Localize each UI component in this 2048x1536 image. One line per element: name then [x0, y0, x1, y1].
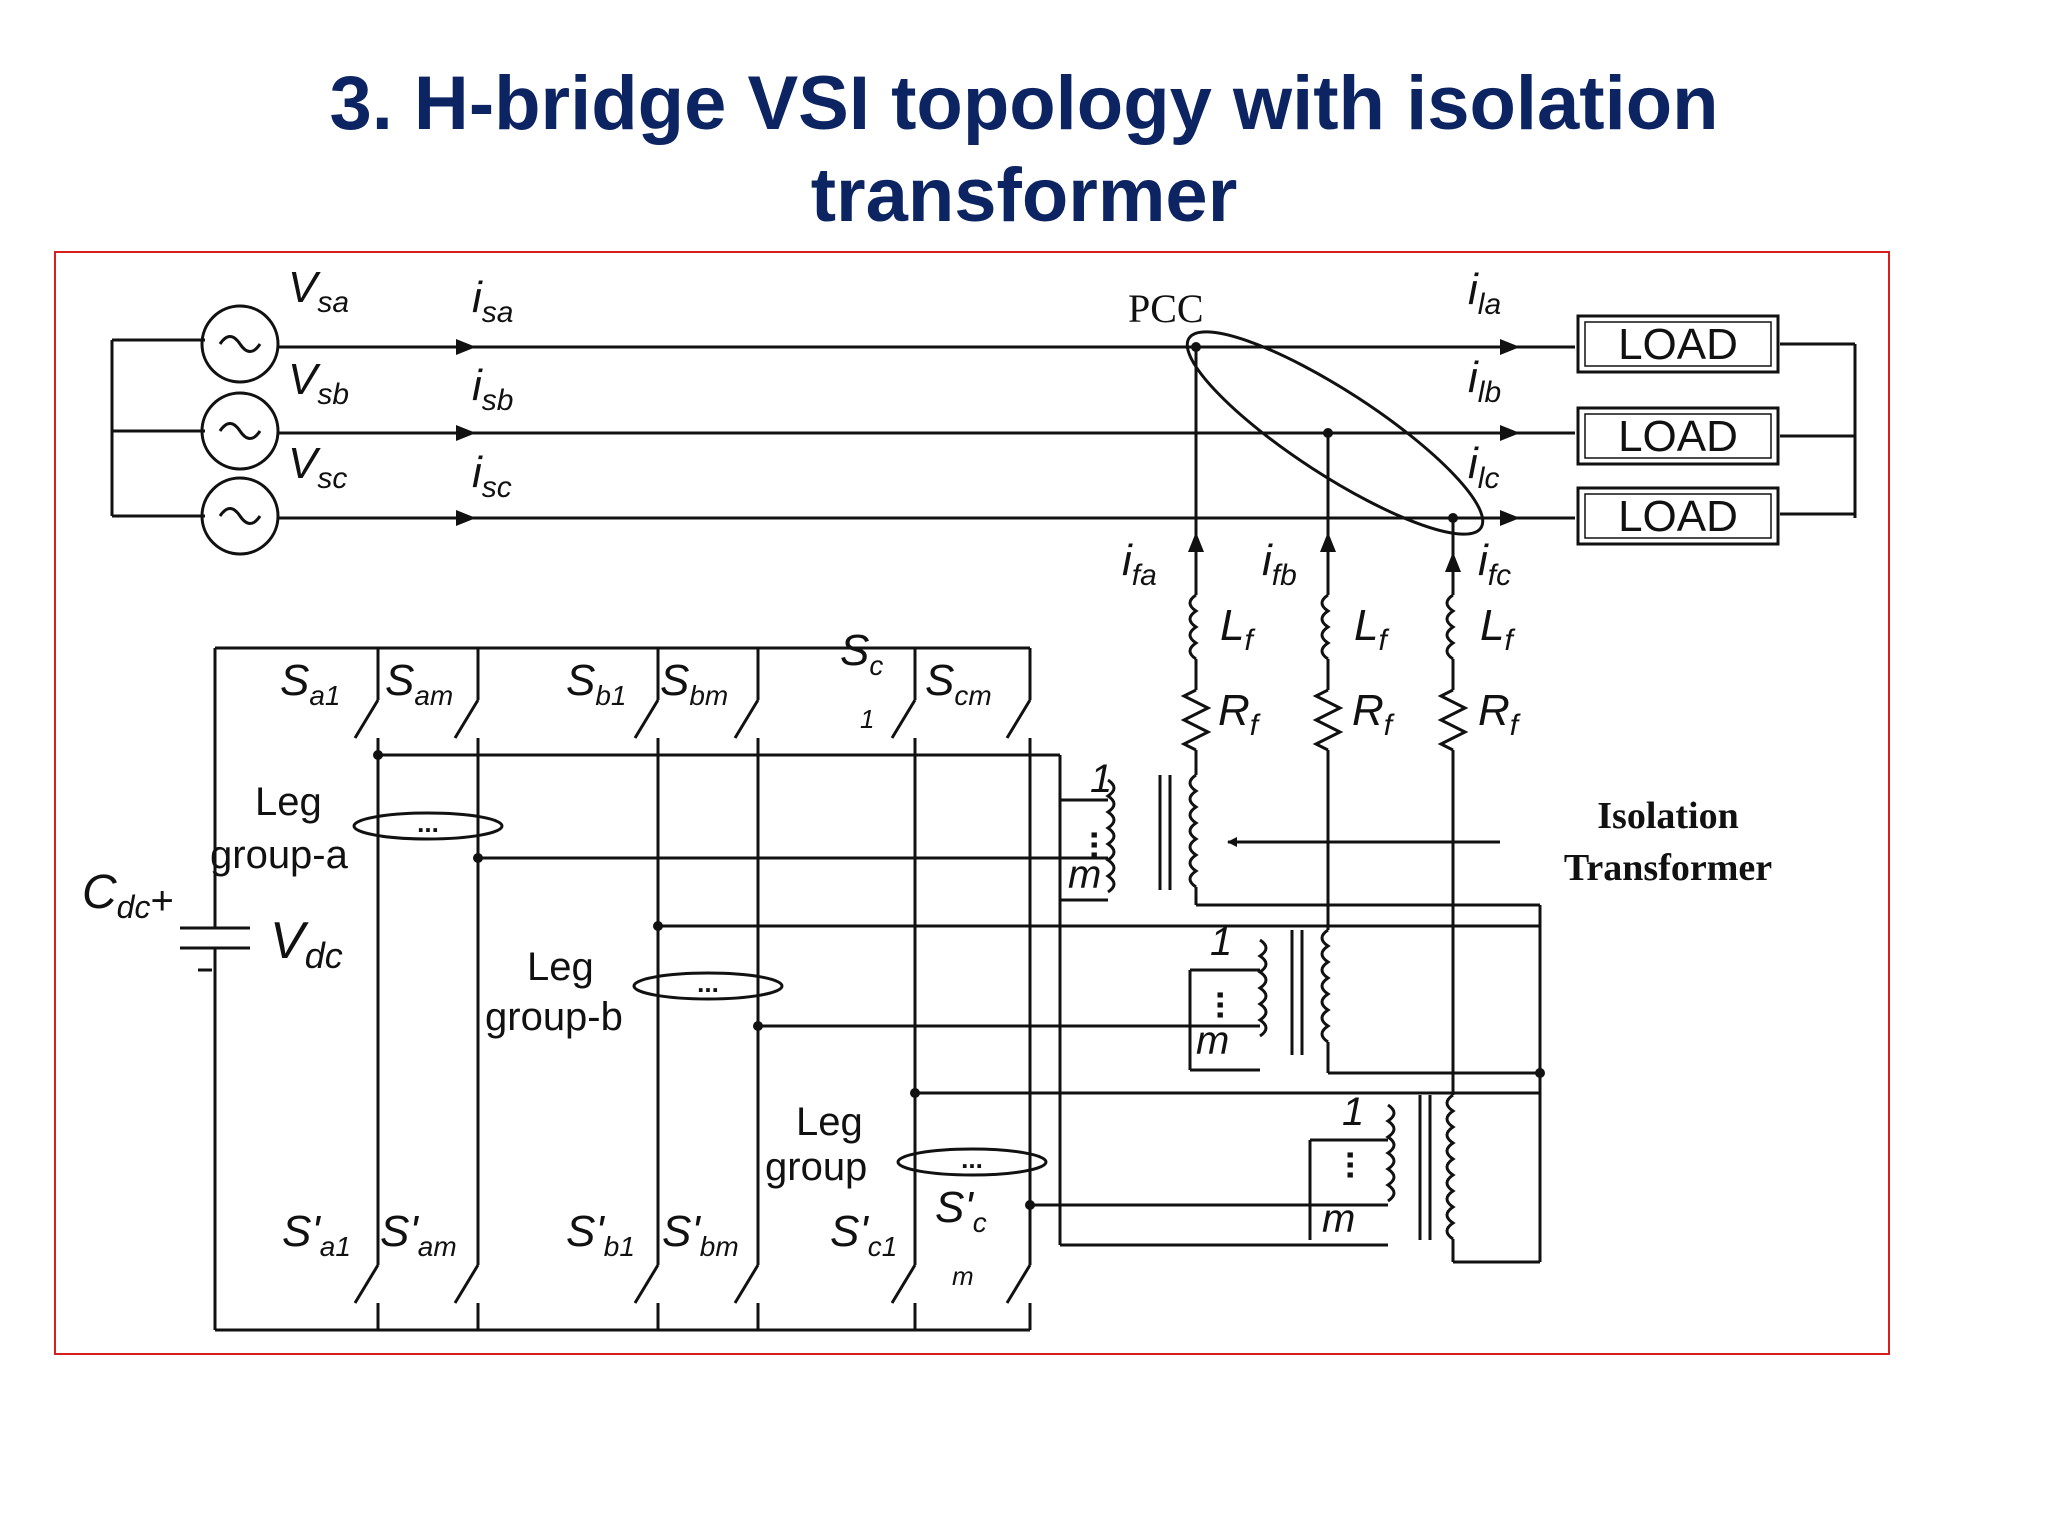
label-rf-a: Rf: [1218, 686, 1261, 742]
label-sp-bm: S'bm: [662, 1207, 739, 1262]
label-vsb: Vsb: [288, 355, 349, 411]
label-vdc: Vdc: [270, 912, 343, 976]
title-line-2: transformer: [810, 153, 1238, 238]
label-ila: ila: [1468, 265, 1501, 321]
label-vsa: Vsa: [288, 263, 349, 319]
isolation-transformer-label-1: Isolation: [1597, 795, 1738, 837]
pcc-label: PCC: [1128, 286, 1204, 331]
transformer-c-dots: ...: [1340, 1150, 1381, 1180]
arrow-isc: [456, 510, 476, 526]
arrow-isb: [456, 425, 476, 441]
leg-group-b-ellipse: [632, 971, 784, 1001]
transformer-a-dots: ...: [1084, 830, 1125, 860]
label-ifa: ifa: [1122, 536, 1157, 592]
leg-group-b-dots: ...: [697, 968, 719, 998]
arrow-ifa: [1188, 532, 1204, 552]
transformer-a: [1105, 773, 1542, 1073]
leg-group-a-label-2: group-a: [210, 833, 349, 877]
leg-group-c-label-2: group: [765, 1145, 867, 1189]
load-a: LOAD: [1576, 314, 1780, 374]
label-cdc: Cdc+: [82, 866, 174, 925]
label-sc1: Sc: [840, 626, 883, 681]
label-isb: isb: [472, 361, 513, 417]
arrow-ilb: [1500, 425, 1520, 441]
transformer-a-turns-m: m: [1068, 853, 1101, 897]
arrow-isa: [456, 339, 476, 355]
transformer-c-turns-1: 1: [1342, 1090, 1364, 1134]
leg-group-a-label-1: Leg: [255, 780, 322, 824]
transformer-c: [1385, 1073, 1542, 1264]
label-sp-cm-suffix: m: [952, 1261, 974, 1291]
label-scm: Scm: [925, 656, 992, 711]
leg-group-c-label-1: Leg: [796, 1100, 863, 1144]
label-lf-c: Lf: [1480, 601, 1515, 657]
arrow-ifb: [1320, 532, 1336, 552]
load-a-label: LOAD: [1618, 320, 1738, 369]
label-lf-b: Lf: [1354, 601, 1389, 657]
leg-group-b-label-1: Leg: [527, 945, 594, 989]
leg-group-a-dots: ...: [417, 808, 439, 838]
title-line-1: 3. H-bridge VSI topology with isolation: [329, 61, 1719, 146]
label-sb1: Sb1: [566, 656, 627, 711]
load-b-label: LOAD: [1618, 412, 1738, 461]
label-sp-cm: S'c: [935, 1183, 987, 1238]
leg-group-c-ellipse: [896, 1147, 1048, 1177]
transformer-b: [1257, 928, 1540, 1075]
load-b: LOAD: [1576, 406, 1780, 466]
label-ifc: ifc: [1478, 536, 1511, 592]
transformer-b-turns-1: 1: [1210, 920, 1232, 964]
label-sp-a1: S'a1: [282, 1207, 351, 1262]
label-sp-am: S'am: [380, 1207, 457, 1262]
label-rf-c: Rf: [1478, 686, 1521, 742]
ac-source-b: [200, 391, 280, 471]
label-sam: Sam: [385, 656, 453, 711]
load-c: LOAD: [1576, 486, 1780, 546]
label-isc: isc: [472, 448, 512, 504]
label-sa1: Sa1: [280, 656, 341, 711]
label-ilc: ilc: [1468, 439, 1499, 495]
arrow-ifc: [1445, 552, 1461, 572]
label-sc1-suffix: 1: [860, 704, 874, 734]
pcc-ellipse: [1185, 330, 1485, 536]
leg-group-c-dots: ...: [961, 1144, 983, 1174]
leg-group-a-ellipse: [352, 811, 504, 841]
label-isa: isa: [472, 273, 513, 329]
isolation-transformer-label-2: Transformer: [1564, 847, 1772, 889]
label-vsc: Vsc: [288, 439, 347, 495]
label-ifb: ifb: [1262, 536, 1297, 592]
leg-group-b-label-2: group-b: [485, 995, 623, 1039]
load-c-label: LOAD: [1618, 492, 1738, 541]
label-sbm: Sbm: [660, 656, 728, 711]
arrow-ilc: [1500, 510, 1520, 526]
label-ilb: ilb: [1468, 353, 1501, 409]
ac-source-a: [200, 304, 280, 384]
diagram-frame: [54, 251, 1890, 1355]
page-title: 3. H-bridge VSI topology with isolation …: [0, 58, 2048, 242]
label-sp-b1: S'b1: [566, 1207, 635, 1262]
label-sp-c1: S'c1: [830, 1207, 897, 1262]
transformer-b-dots: ...: [1210, 990, 1251, 1020]
transformer-a-turns-1: 1: [1090, 757, 1112, 801]
label-lf-a: Lf: [1220, 601, 1255, 657]
label-rf-b: Rf: [1352, 686, 1395, 742]
ac-source-c: [200, 476, 280, 556]
arrow-ila: [1500, 339, 1520, 355]
